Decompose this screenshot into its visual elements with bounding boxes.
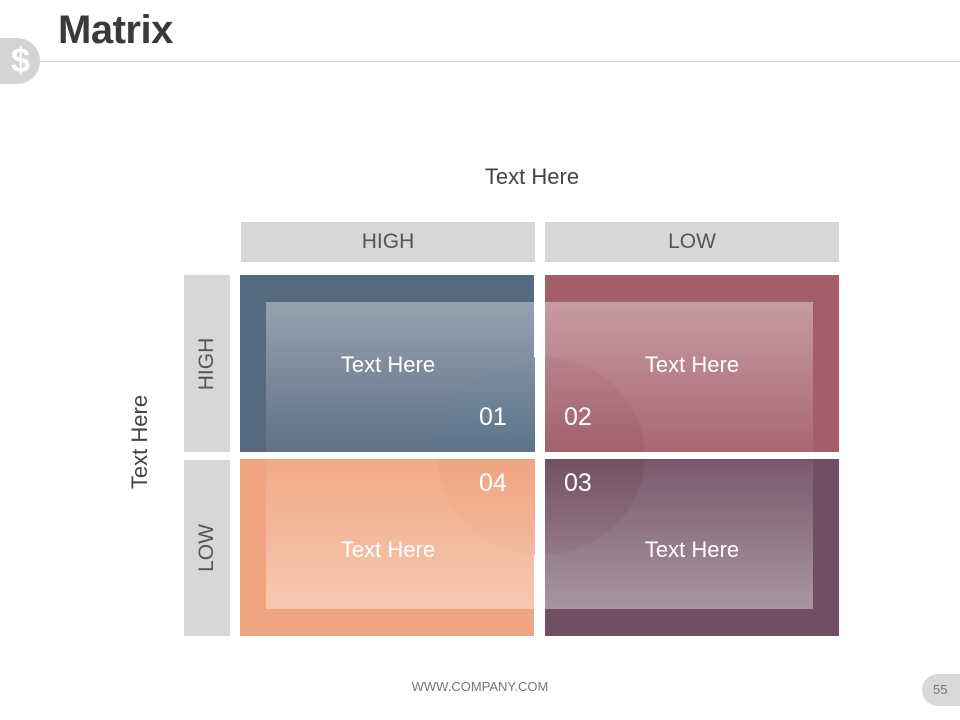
- page-number-badge: 55: [922, 674, 960, 706]
- center-circle: [437, 357, 645, 555]
- circle-segment-04: [437, 456, 541, 555]
- circle-segment-03: [541, 456, 645, 555]
- dollar-badge: $: [0, 38, 40, 84]
- row-header-low: LOW: [184, 460, 230, 636]
- quadrant-04-panel: [266, 459, 535, 609]
- row-header-high: HIGH: [184, 275, 230, 452]
- quadrant-01-text: Text Here: [340, 352, 436, 377]
- row-header-low-label: LOW: [195, 524, 218, 572]
- quadrant-02-text: Text Here: [644, 352, 740, 377]
- circle-segment-02: [541, 357, 645, 456]
- quadrant-01-number: 01: [479, 403, 507, 431]
- quadrant-03-number: 03: [564, 469, 592, 497]
- quadrant-04-number: 04: [479, 469, 507, 497]
- quadrant-01-panel: [266, 302, 535, 452]
- quadrant-02-panel: [545, 302, 813, 452]
- column-header-low: LOW: [545, 222, 839, 262]
- horizontal-gap: [236, 452, 846, 459]
- column-header-high: HIGH: [241, 222, 535, 262]
- dollar-icon: $: [11, 42, 30, 80]
- page-number: 55: [933, 682, 948, 697]
- row-header-high-label: HIGH: [195, 337, 218, 390]
- quadrant-04-text: Text Here: [340, 537, 436, 562]
- quadrant-03-panel: [545, 459, 813, 609]
- title-divider: [40, 61, 960, 62]
- circle-segment-01: [437, 357, 541, 456]
- slide-title: Matrix: [58, 8, 173, 52]
- footer-url: WWW.COMPANY.COM: [411, 679, 549, 694]
- quadrant-02-number: 02: [564, 403, 592, 431]
- left-axis-label: Text Here: [127, 394, 152, 490]
- top-axis-label: Text Here: [484, 164, 580, 189]
- quadrant-03-text: Text Here: [644, 537, 740, 562]
